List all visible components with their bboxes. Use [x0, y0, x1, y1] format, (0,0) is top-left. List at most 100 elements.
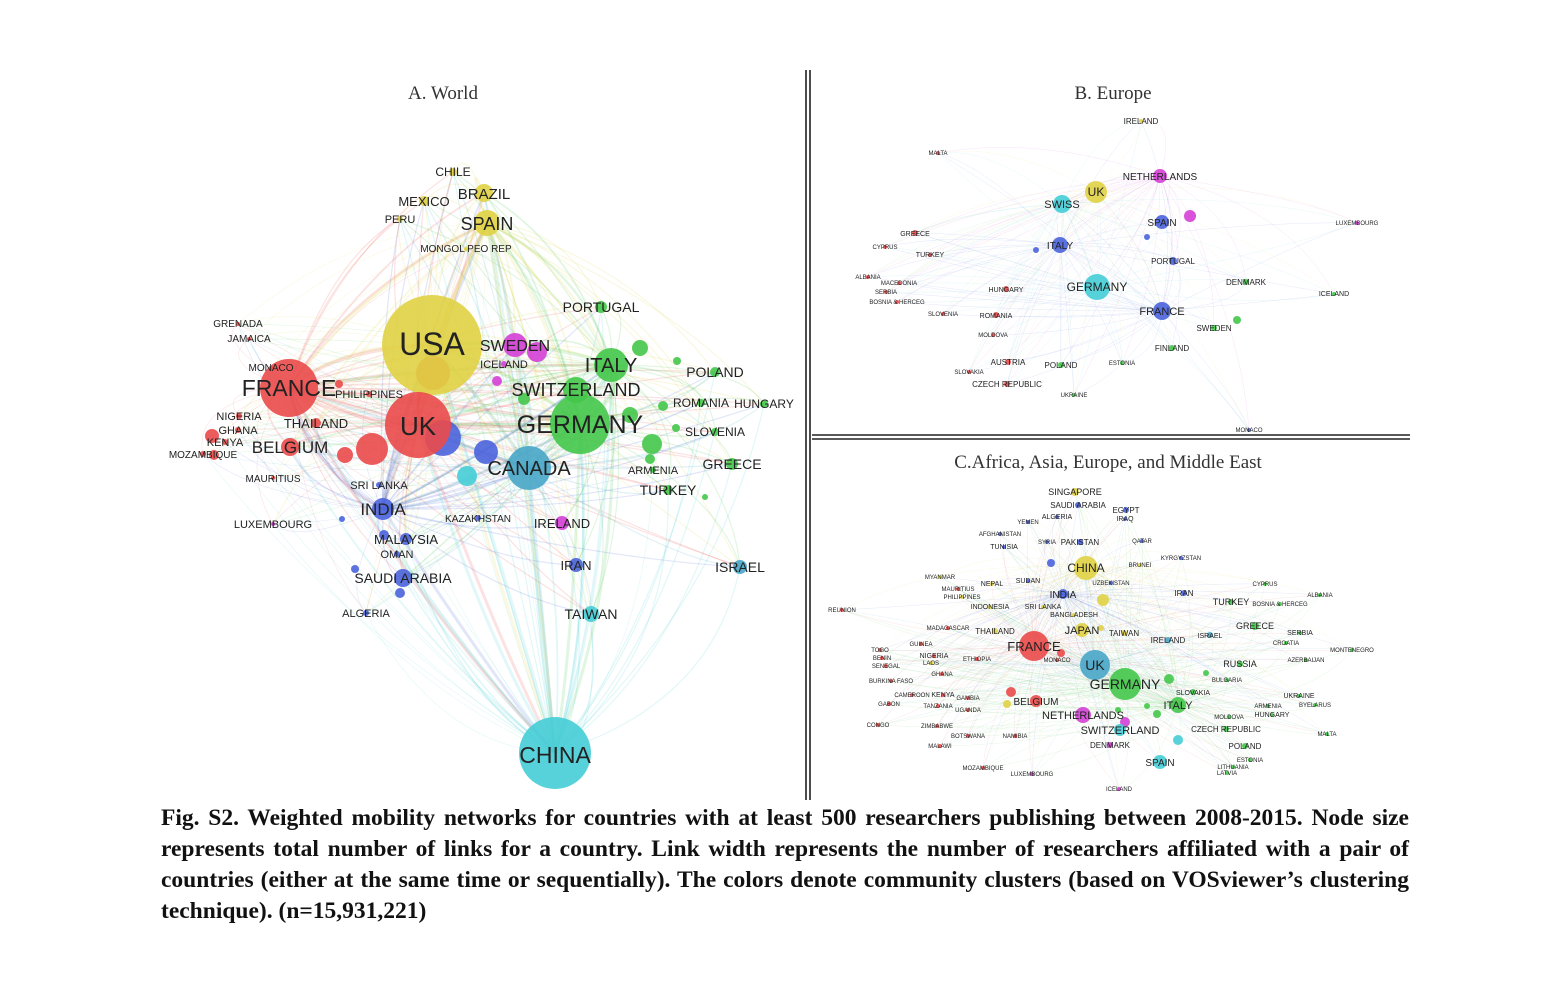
link — [1159, 175, 1215, 329]
link — [933, 655, 1126, 685]
link — [968, 191, 1097, 373]
label-malta: MALTA — [1317, 732, 1336, 738]
link — [1033, 645, 1300, 697]
node-tunisia — [1002, 545, 1006, 549]
node-bubble — [209, 450, 219, 460]
link — [202, 453, 556, 754]
link — [1033, 645, 1179, 706]
label-philippines: PHILIPPINES — [943, 595, 980, 601]
link — [1085, 567, 1228, 774]
link — [1059, 244, 1075, 396]
node-mozambique — [200, 451, 206, 457]
label-peru: PERU — [385, 214, 416, 226]
link — [879, 649, 1126, 685]
link — [937, 150, 1097, 193]
label-china: CHINA — [519, 742, 591, 768]
link — [477, 364, 612, 519]
node-yemen — [1026, 520, 1030, 524]
node-iran — [569, 558, 583, 572]
link — [1014, 593, 1064, 737]
link — [289, 446, 530, 470]
link — [942, 310, 1163, 317]
node-russia — [1237, 661, 1243, 667]
link — [994, 567, 1087, 632]
link — [1062, 504, 1079, 595]
link — [937, 147, 1161, 177]
link — [898, 203, 1063, 284]
link — [1031, 567, 1087, 775]
label-ukraine: UKRAINE — [1283, 693, 1314, 700]
node-greece — [912, 230, 918, 236]
node-germany — [1084, 274, 1110, 300]
link — [1096, 175, 1161, 288]
link — [1177, 659, 1307, 706]
link — [1061, 203, 1250, 431]
link — [885, 645, 1035, 667]
label-spain: SPAIN — [1145, 758, 1174, 769]
node-mexico — [419, 196, 429, 206]
link — [1061, 202, 1163, 223]
link — [486, 222, 733, 465]
link — [1062, 583, 1185, 595]
label-finland: FINLAND — [1155, 344, 1189, 353]
link — [1141, 540, 1179, 706]
link — [1062, 593, 1179, 706]
label-jamaica: JAMAICA — [227, 334, 271, 345]
link — [1033, 592, 1185, 647]
node-singapore — [1071, 488, 1079, 496]
link — [1062, 593, 1120, 790]
node-luxembourg — [271, 522, 275, 526]
node-benin — [880, 656, 884, 660]
link — [1085, 567, 1185, 594]
link — [914, 232, 1061, 246]
link — [590, 364, 620, 615]
link — [939, 645, 1035, 747]
link — [1059, 244, 1215, 329]
link — [1035, 700, 1179, 711]
node-qatar — [1140, 539, 1144, 543]
link — [920, 567, 1087, 645]
link — [1118, 704, 1179, 790]
link — [982, 645, 1035, 769]
figure-caption: Fig. S2. Weighted mobility networks for … — [161, 805, 1409, 924]
label-monaco: MONACO — [249, 363, 294, 374]
link — [288, 387, 563, 524]
node-iran — [1181, 590, 1187, 596]
link — [1061, 203, 1335, 295]
label-kenya: KENYA — [931, 692, 955, 699]
link — [382, 508, 592, 615]
link — [1059, 175, 1161, 246]
link — [890, 680, 1126, 692]
node-serbia — [884, 290, 888, 294]
label-botswana: BOTSWANA — [951, 734, 985, 740]
link — [911, 645, 1035, 696]
link — [1124, 663, 1241, 686]
link — [382, 508, 563, 529]
link — [841, 593, 1064, 611]
label-sudan: SUDAN — [1016, 578, 1041, 585]
label-belgium: BELGIUM — [1013, 697, 1058, 708]
link — [1139, 564, 1179, 706]
link — [1046, 541, 1126, 685]
label-zimbabwe: ZIMBABWE — [921, 724, 953, 730]
link — [888, 683, 1126, 705]
node-ireland — [1165, 637, 1171, 643]
link — [365, 423, 581, 614]
node-sudan — [1026, 579, 1030, 583]
label-saudi-arabia: SAUDI ARABIA — [1050, 501, 1106, 510]
node-switzerland — [1114, 724, 1126, 736]
link — [486, 221, 613, 366]
link — [877, 704, 1179, 728]
link — [1026, 521, 1035, 647]
link — [1059, 244, 1250, 431]
link — [930, 662, 1096, 666]
link — [272, 477, 384, 510]
link — [1124, 594, 1321, 685]
node-bosnia-and-herceg — [895, 300, 899, 304]
link — [1060, 203, 1063, 366]
node-malta — [1325, 732, 1329, 736]
link — [939, 664, 1096, 747]
link — [1085, 567, 1194, 693]
link — [881, 657, 1179, 706]
